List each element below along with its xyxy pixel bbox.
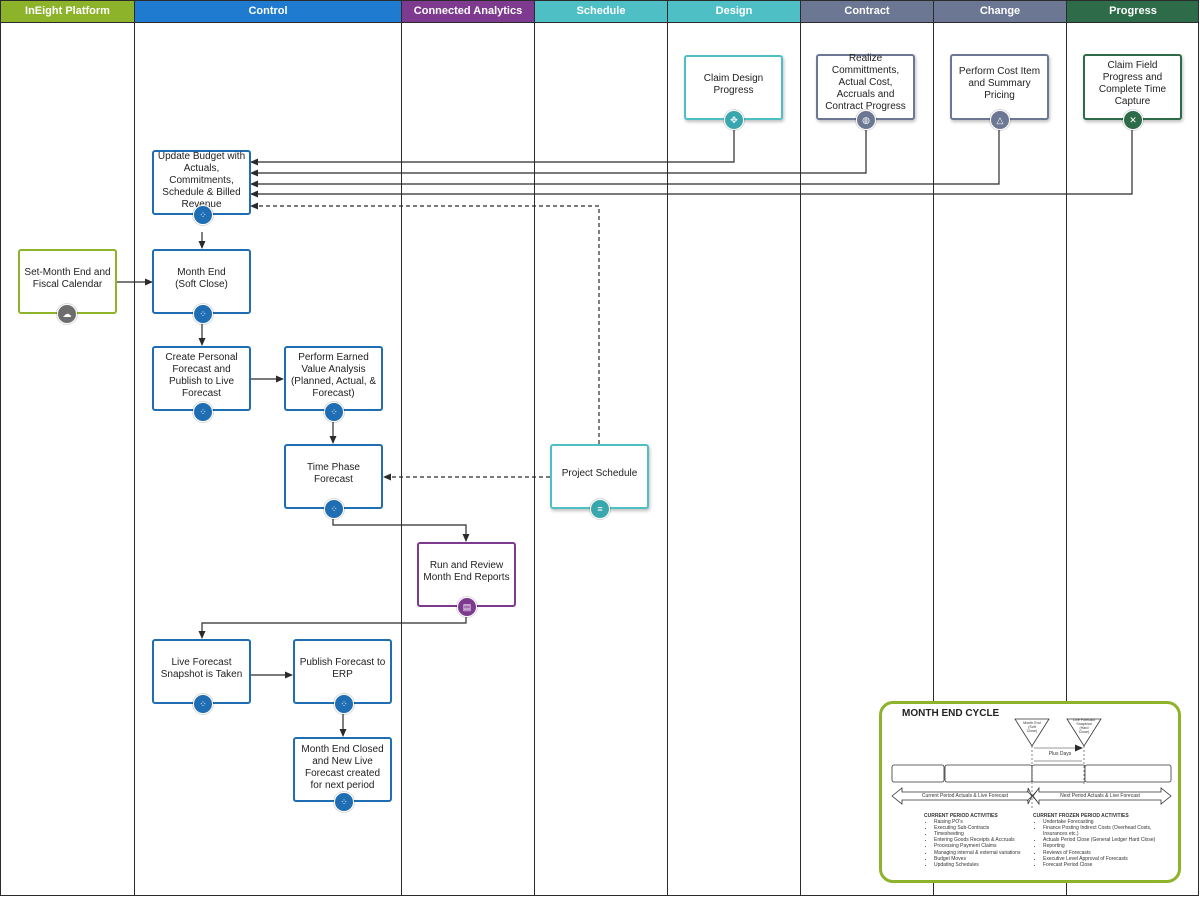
month-end-closed-node[interactable]: Month End Closed and New Live Forecast c…	[293, 737, 392, 802]
list-item: Undertake Forecasting	[1043, 819, 1163, 825]
lane-design: Design	[667, 0, 800, 896]
list-item: Executing Sub-Contracts	[934, 825, 1032, 831]
lane-progress: Progress	[1066, 0, 1199, 896]
run-reports-node[interactable]: Run and Review Month End Reports	[417, 542, 516, 607]
list-item: Reporting	[1043, 843, 1163, 849]
report-icon: ▤	[457, 597, 477, 617]
connector	[250, 128, 735, 166]
connector	[250, 128, 1133, 198]
connector	[250, 202, 600, 444]
claim-field-node[interactable]: Claim Field Progress and Complete Time C…	[1083, 54, 1182, 120]
timeline-block	[1031, 764, 1086, 783]
claim-design-node[interactable]: Claim Design Progress	[684, 55, 783, 120]
lane-header: Contract	[801, 0, 933, 23]
current-heading: CURRENT PERIOD ACTIVITIES	[924, 813, 998, 819]
next-period-arrow	[1032, 786, 1172, 806]
month-end-soft-node[interactable]: Month End (Soft Close)	[152, 249, 251, 314]
connector	[250, 128, 1000, 188]
progress-icon: ✕	[1123, 110, 1143, 130]
list-item: Processing Payment Claims	[934, 843, 1032, 849]
plus-days-label: Plus Days	[1048, 751, 1072, 757]
network-icon: ⁘	[334, 792, 354, 812]
timeline-block	[891, 764, 945, 783]
list-item: Budget Moves	[934, 856, 1032, 862]
current-period-label: Current Period Actuals & Live Forecast	[921, 793, 1009, 799]
list-item: Raising PO's	[934, 819, 1032, 825]
project-schedule-node[interactable]: Project Schedule	[550, 444, 649, 509]
hard-close-marker-icon	[1066, 718, 1102, 747]
cycle-title: MONTH END CYCLE	[902, 708, 1000, 719]
perform-cost-node[interactable]: Perform Cost Item and Summary Pricing	[950, 54, 1049, 120]
set-month-end-node[interactable]: Set-Month End and Fiscal Calendar	[18, 249, 117, 314]
lane-header: Change	[934, 0, 1066, 23]
frozen-period-activities: CURRENT FROZEN PERIOD ACTIVITIES Underta…	[1033, 813, 1163, 868]
soft-close-marker-icon	[1014, 718, 1050, 747]
lane-control: Control	[134, 0, 401, 896]
schedule-icon: ≡	[590, 499, 610, 519]
lane-header: Connected Analytics	[402, 0, 534, 23]
list-item: Forecast Period Close	[1043, 862, 1163, 868]
change-icon: △	[990, 110, 1010, 130]
lane-header: Control	[135, 0, 401, 23]
lane-contract: Contract	[800, 0, 933, 896]
timeline-block	[1084, 764, 1172, 783]
network-icon: ⁘	[324, 499, 344, 519]
network-icon: ⁘	[193, 304, 213, 324]
list-item: Finance Posting Indirect Costs (Overhead…	[1043, 825, 1163, 837]
network-icon: ⁘	[193, 205, 213, 225]
lane-header: Schedule	[535, 0, 667, 23]
network-icon: ⁘	[193, 694, 213, 714]
timeline-block	[944, 764, 1033, 783]
lane-header: Progress	[1067, 0, 1199, 23]
cloud-icon: ☁	[57, 304, 77, 324]
lane-header: InEight Platform	[1, 0, 134, 23]
list-item: Executive Level Approval of Forecasts	[1043, 856, 1163, 862]
list-item: Timesheeting	[934, 831, 1032, 837]
network-icon: ⁘	[193, 402, 213, 422]
list-item: Entering Goods Receipts & Accruals	[934, 837, 1032, 843]
list-item: Reviews of Forecasts	[1043, 850, 1163, 856]
frozen-heading: CURRENT FROZEN PERIOD ACTIVITIES	[1033, 813, 1129, 819]
list-item: Actuals Period Close (General Ledger Har…	[1043, 837, 1163, 843]
current-period-activities: CURRENT PERIOD ACTIVITIES Raising PO's E…	[924, 813, 1032, 868]
lane-connected-analytics: Connected Analytics	[401, 0, 534, 896]
lane-header: Design	[668, 0, 800, 23]
live-snapshot-node[interactable]: Live Forecast Snapshot is Taken	[152, 639, 251, 704]
update-budget-node[interactable]: Update Budget with Actuals, Commitments,…	[152, 150, 251, 215]
month-end-cycle-panel: MONTH END CYCLE Month End (Soft Close) L…	[879, 701, 1181, 883]
connector	[250, 128, 867, 177]
publish-erp-node[interactable]: Publish Forecast to ERP	[293, 639, 392, 704]
realize-commitments-node[interactable]: Realize Committments, Actual Cost, Accru…	[816, 53, 915, 120]
contract-icon: ◍	[856, 110, 876, 130]
soft-close-label: Month End (Soft Close)	[1023, 721, 1041, 733]
connector	[332, 517, 470, 542]
lane-change: Change	[933, 0, 1066, 896]
design-icon: ✥	[724, 110, 744, 130]
cycle-timeline	[891, 718, 1172, 809]
list-item: Updating Schedules	[934, 862, 1032, 868]
lane-schedule: Schedule	[534, 0, 667, 896]
hard-close-label: Live Forecast Snapshot (Hard Close)	[1073, 718, 1095, 734]
network-icon: ⁘	[334, 694, 354, 714]
list-item: Managing internal & external variations	[934, 850, 1032, 856]
network-icon: ⁘	[324, 402, 344, 422]
next-period-label: Next Period Actuals & Live Forecast	[1060, 793, 1140, 799]
connector	[198, 614, 467, 639]
